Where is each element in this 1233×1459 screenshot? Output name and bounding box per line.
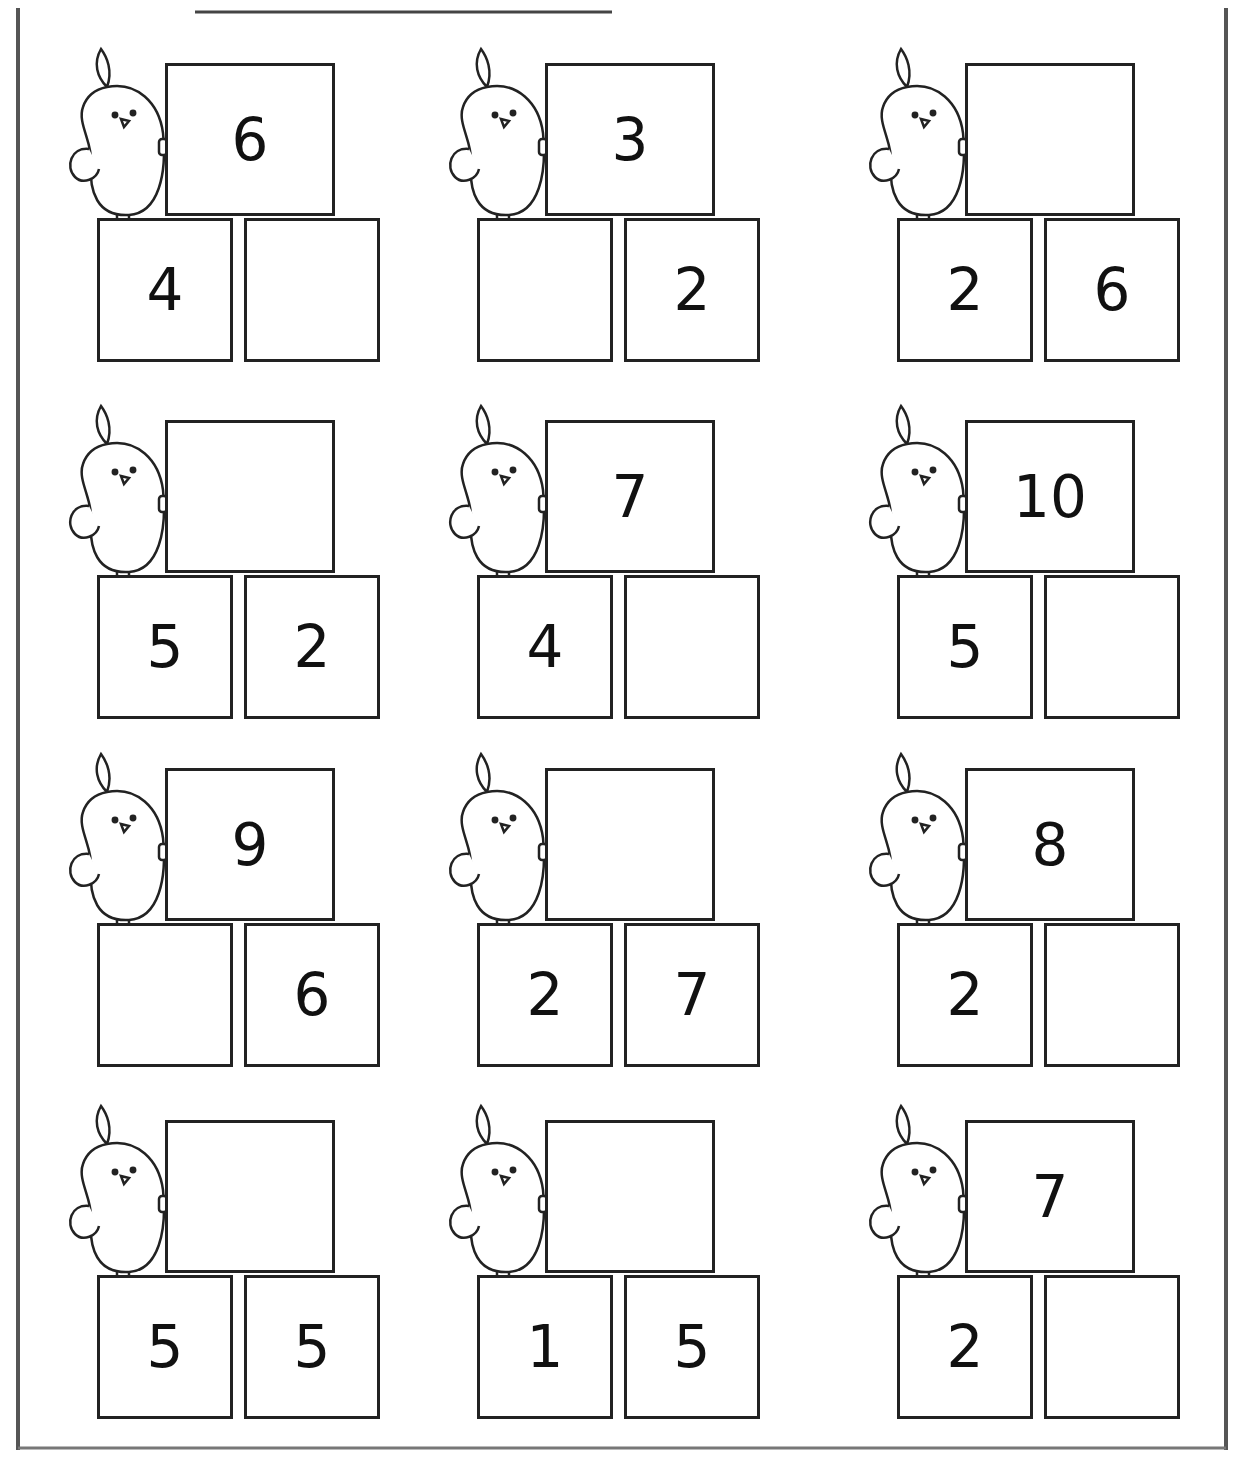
number-box: 9 (165, 768, 335, 921)
chick-illustration (70, 1106, 167, 1278)
number-box: 7 (624, 923, 760, 1067)
number-label: 2 (947, 261, 984, 319)
empty-box (1046, 925, 1179, 1066)
chick-illustration (70, 754, 167, 926)
empty-box (99, 925, 232, 1066)
number-label: 2 (947, 966, 984, 1024)
frame-line (1224, 8, 1228, 1450)
empty-box (167, 422, 334, 572)
chick-illustration (70, 49, 167, 221)
number-label: 5 (147, 618, 184, 676)
number-box: 5 (97, 1275, 233, 1419)
number-box: 2 (897, 923, 1033, 1067)
number-label: 3 (612, 111, 649, 169)
number-box: 10 (965, 420, 1135, 573)
number-label: 9 (232, 816, 269, 874)
number-label: 2 (674, 261, 711, 319)
number-label: 2 (294, 618, 331, 676)
number-box: 6 (1044, 218, 1180, 362)
empty-box (547, 1122, 714, 1272)
number-label: 8 (1032, 816, 1069, 874)
number-box: 6 (165, 63, 335, 216)
number-box: 2 (244, 575, 380, 719)
chick-illustration (870, 1106, 967, 1278)
number-label: 5 (947, 618, 984, 676)
number-box: 5 (897, 575, 1033, 719)
number-box: 5 (624, 1275, 760, 1419)
chick-illustration (870, 406, 967, 578)
number-label: 2 (947, 1318, 984, 1376)
number-box: 3 (545, 63, 715, 216)
number-box: 4 (97, 218, 233, 362)
empty-box (246, 220, 379, 361)
chick-illustration (450, 49, 547, 221)
number-box: 2 (897, 218, 1033, 362)
number-box: 1 (477, 1275, 613, 1419)
number-label: 10 (1013, 468, 1087, 526)
number-box: 8 (965, 768, 1135, 921)
empty-box (167, 1122, 334, 1272)
number-label: 5 (294, 1318, 331, 1376)
number-box: 5 (244, 1275, 380, 1419)
frame-line (16, 8, 20, 1450)
number-box: 7 (965, 1120, 1135, 1273)
chick-illustration (870, 49, 967, 221)
frame-line (195, 11, 612, 14)
empty-box (967, 65, 1134, 215)
number-box: 5 (97, 575, 233, 719)
empty-box (479, 220, 612, 361)
chick-illustration (450, 406, 547, 578)
number-label: 5 (147, 1318, 184, 1376)
number-box: 4 (477, 575, 613, 719)
number-box: 2 (624, 218, 760, 362)
chick-illustration (450, 754, 547, 926)
empty-box (547, 770, 714, 920)
number-label: 6 (1094, 261, 1131, 319)
number-label: 5 (674, 1318, 711, 1376)
number-box: 2 (897, 1275, 1033, 1419)
number-label: 6 (232, 111, 269, 169)
frame-line (18, 1447, 1226, 1450)
chick-illustration (450, 1106, 547, 1278)
number-label: 4 (147, 261, 184, 319)
empty-box (1046, 577, 1179, 718)
number-label: 7 (674, 966, 711, 1024)
number-box: 7 (545, 420, 715, 573)
number-label: 2 (527, 966, 564, 1024)
number-label: 6 (294, 966, 331, 1024)
number-label: 4 (527, 618, 564, 676)
chick-illustration (70, 406, 167, 578)
number-label: 1 (527, 1318, 564, 1376)
number-box: 6 (244, 923, 380, 1067)
chick-illustration (870, 754, 967, 926)
empty-box (626, 577, 759, 718)
number-label: 7 (612, 468, 649, 526)
number-label: 7 (1032, 1168, 1069, 1226)
empty-box (1046, 1277, 1179, 1418)
number-box: 2 (477, 923, 613, 1067)
